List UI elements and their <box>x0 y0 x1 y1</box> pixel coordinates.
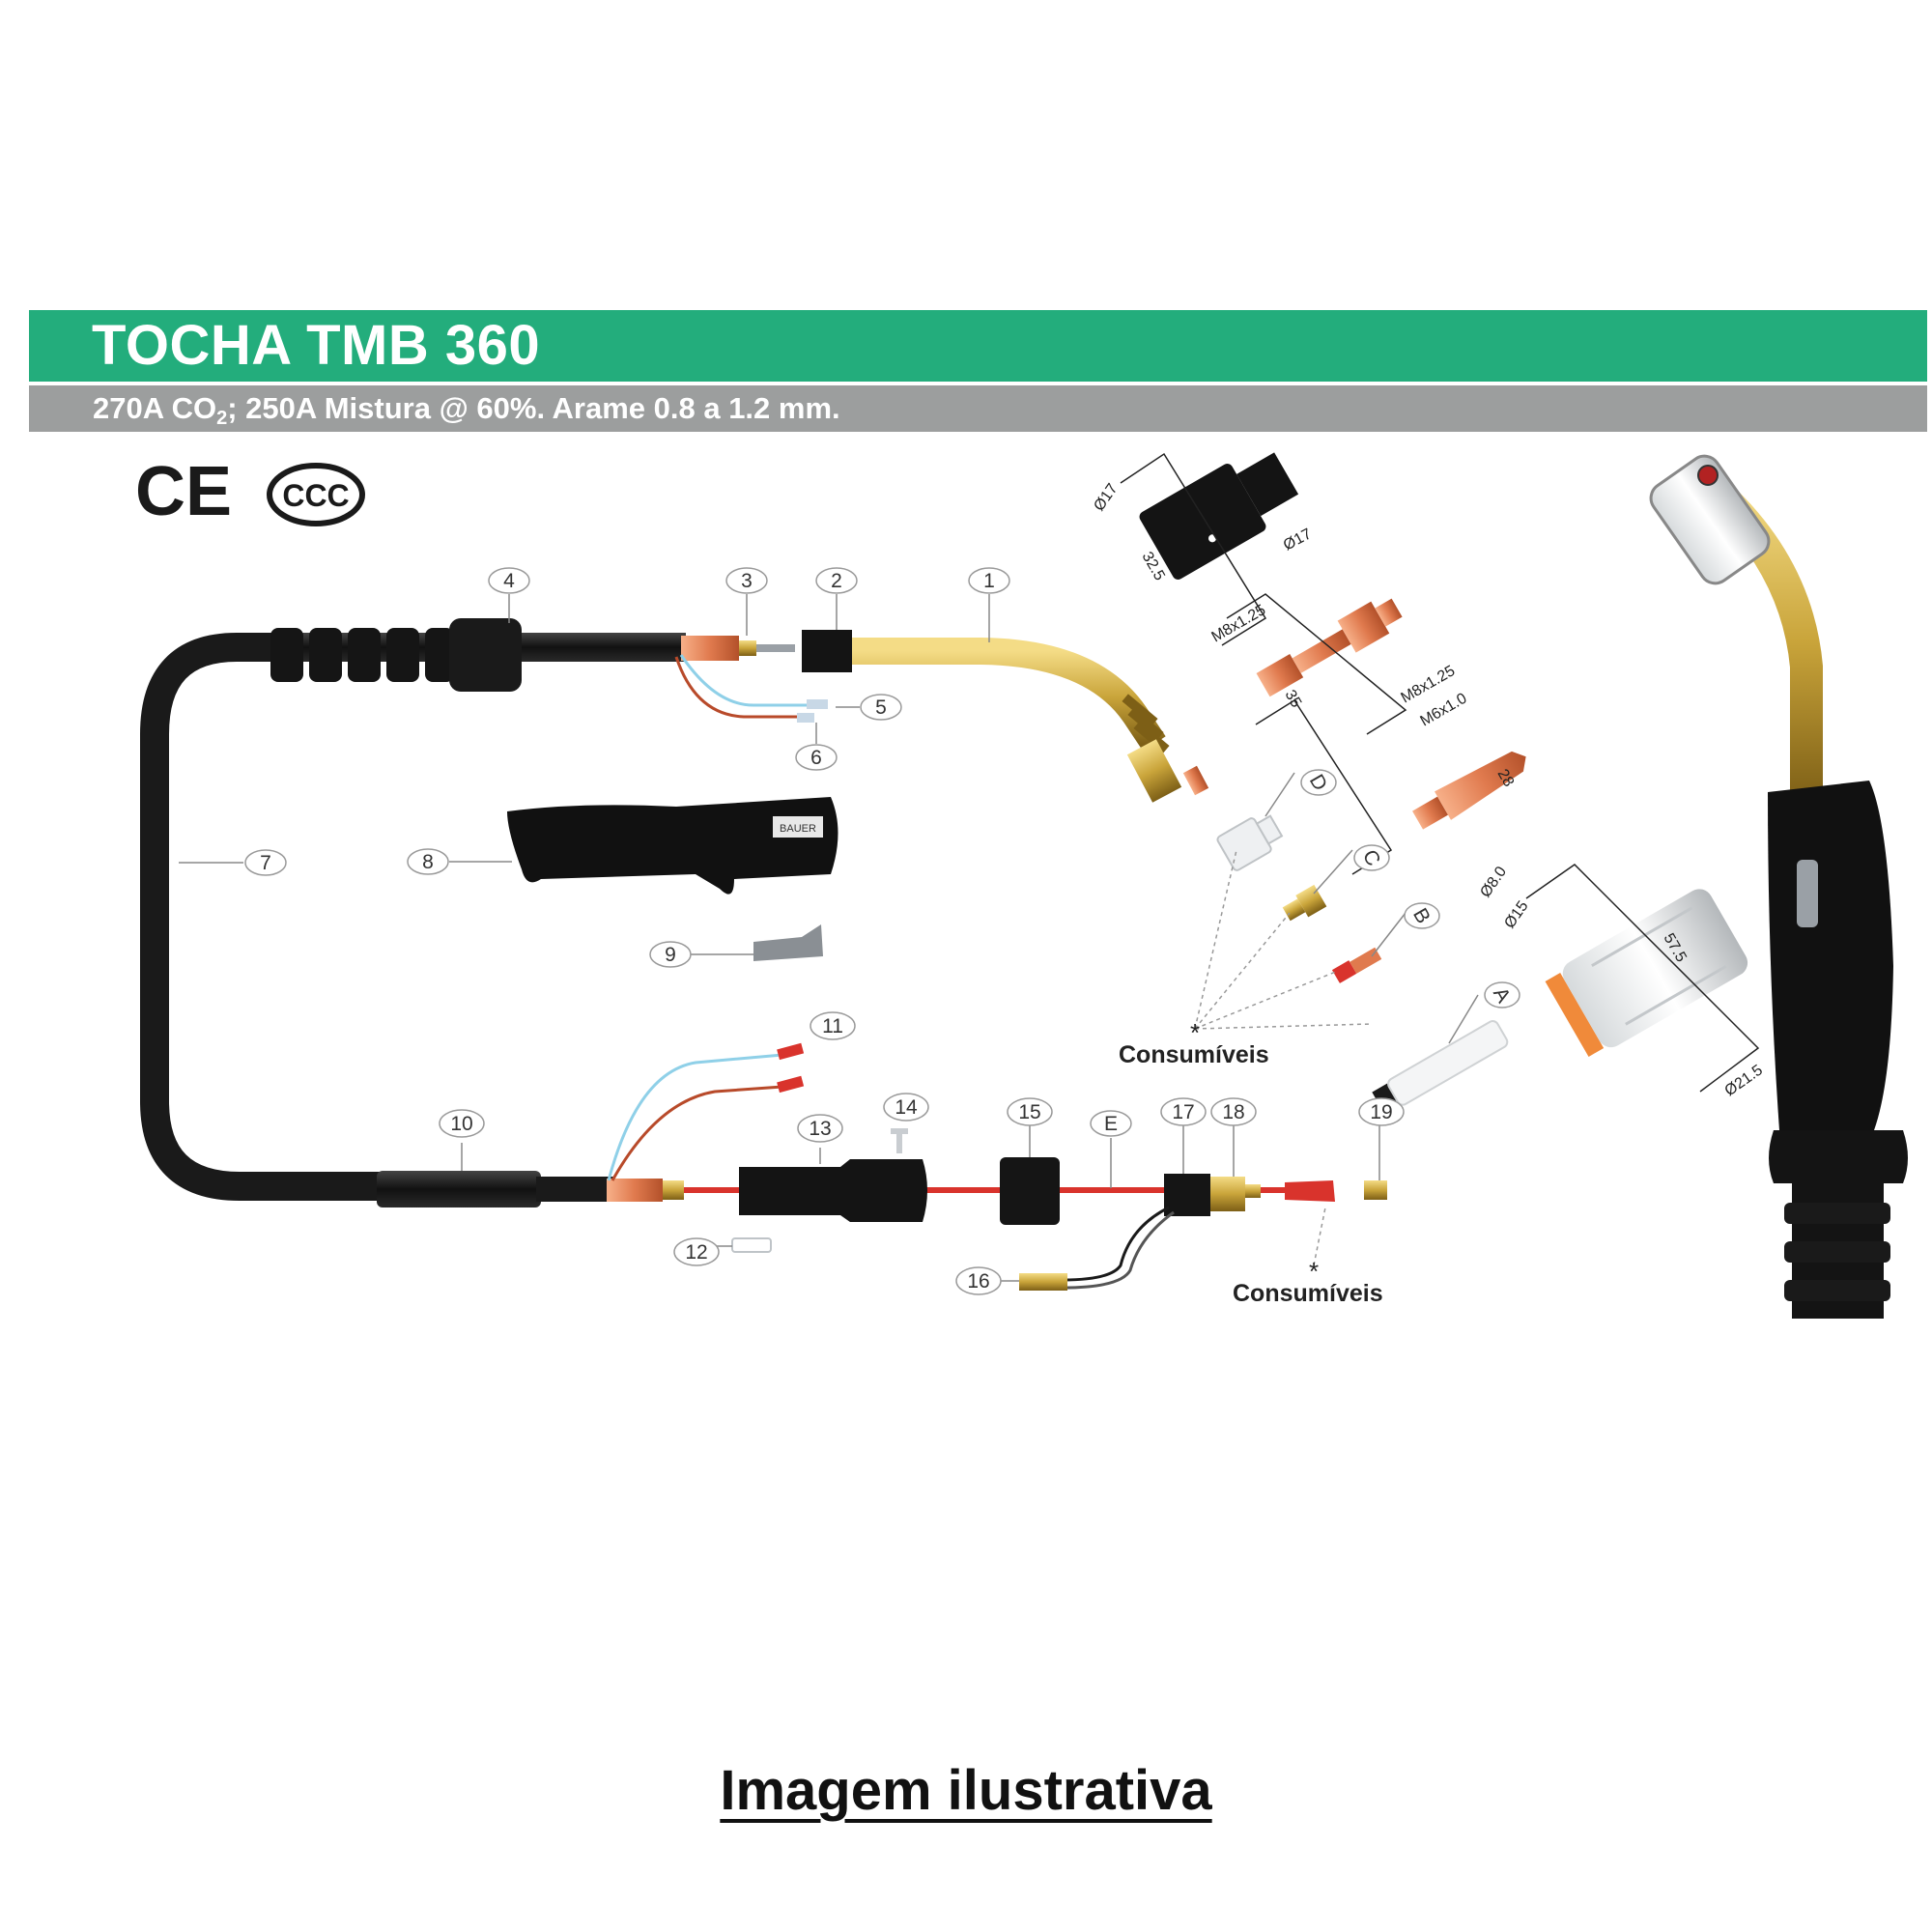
rear-nut <box>663 1180 684 1200</box>
gooseneck-copper-tip <box>1182 765 1209 796</box>
terminal-6 <box>797 713 814 723</box>
terminal-11a <box>777 1042 805 1061</box>
rear-cable <box>536 1177 613 1202</box>
dim-m8-a: M8x1.25 <box>1209 602 1269 645</box>
gooseneck-1 <box>852 638 1166 752</box>
assembled-torch <box>1649 454 1908 1319</box>
clip-12 <box>731 1237 772 1253</box>
spec-subtitle-subscript: 2 <box>216 408 228 429</box>
leader-lines <box>179 594 1479 1282</box>
callout-18: 18 <box>1222 1101 1244 1123</box>
callout-8: 8 <box>422 851 434 873</box>
wire-5 <box>679 654 811 707</box>
handle-8 <box>507 797 838 895</box>
ce-mark: CE <box>135 453 232 530</box>
adapter-17 <box>1164 1174 1210 1216</box>
terminal-5 <box>807 699 828 709</box>
dimension-lines <box>1120 452 1760 1093</box>
consumables-asterisk-1: * <box>1190 1018 1200 1047</box>
illustrative-caption: Imagem ilustrativa <box>720 1759 1212 1822</box>
dim-d8: Ø8.0 <box>1477 864 1510 900</box>
callout-16: 16 <box>967 1270 989 1293</box>
dim-d17-b: Ø17 <box>1281 526 1315 554</box>
callout-19: 19 <box>1370 1101 1392 1123</box>
callout-15: 15 <box>1018 1101 1040 1123</box>
callout-E: E <box>1104 1113 1118 1135</box>
dim-d21-5: Ø21.5 <box>1722 1062 1767 1099</box>
caption-container: Imagem ilustrativa <box>0 1758 1932 1823</box>
callout-17: 17 <box>1172 1101 1194 1123</box>
dim-d17-a: Ø17 <box>1091 481 1121 515</box>
consumables-label-1: Consumíveis <box>1119 1041 1269 1068</box>
gooseneck-rings <box>1122 694 1170 753</box>
connector-3 <box>681 636 795 661</box>
dim-m6: M6x1.0 <box>1418 690 1470 729</box>
callout-6: 6 <box>810 747 822 769</box>
consumable-B <box>1331 947 1382 983</box>
screw-14 <box>891 1128 908 1153</box>
callout-2: 2 <box>831 570 842 592</box>
connector-body-13 <box>739 1159 927 1222</box>
liner-end <box>1285 1180 1335 1202</box>
handle-label <box>773 816 823 838</box>
ccc-mark-text: CCC <box>282 478 349 513</box>
page-title: TOCHA TMB 360 <box>92 314 541 377</box>
terminal-16 <box>1019 1273 1067 1291</box>
callout-7: 7 <box>260 852 271 874</box>
dim-35: 35 <box>1282 688 1305 711</box>
wire-6 <box>674 656 802 719</box>
nozzle-holder-insulator <box>1139 452 1299 580</box>
trigger-9 <box>753 924 823 961</box>
consumable-D <box>1216 814 1284 871</box>
wire-16a <box>1062 1206 1170 1282</box>
wire-11b <box>611 1085 783 1181</box>
adapter-18-pin <box>1245 1184 1261 1198</box>
spec-subtitle: 270A CO2; 250A Mistura @ 60%. Arame 0.8 … <box>93 390 840 437</box>
dim-d15: Ø15 <box>1501 898 1531 932</box>
cable-7 <box>140 633 401 1201</box>
rear-connector <box>607 1179 663 1202</box>
callout-11: 11 <box>822 1015 843 1037</box>
consumable-C <box>1282 884 1327 922</box>
callout-3: 3 <box>741 570 753 592</box>
consumables-label-2: Consumíveis <box>1233 1280 1383 1307</box>
wire-16b <box>1062 1210 1175 1290</box>
cable-support-4 <box>270 618 522 692</box>
gas-nozzle <box>1545 889 1748 1057</box>
adapter-18 <box>1210 1177 1245 1211</box>
callout-14: 14 <box>895 1096 918 1119</box>
insulator-2 <box>802 630 852 672</box>
spec-subtitle-pre: 270A CO <box>93 391 217 425</box>
title-bar <box>29 310 1927 382</box>
callout-1: 1 <box>983 570 995 592</box>
terminal-11b <box>777 1075 805 1094</box>
wire-11a <box>607 1053 783 1181</box>
callout-9: 9 <box>665 944 676 966</box>
consumables-asterisk-2: * <box>1309 1257 1319 1286</box>
callout-5: 5 <box>875 696 887 719</box>
callout-4: 4 <box>503 570 515 592</box>
rear-sleeve-10 <box>377 1171 541 1208</box>
consumables-dotted <box>1194 849 1373 1266</box>
tip-holder <box>1256 598 1403 697</box>
guide-19 <box>1364 1180 1387 1200</box>
gooseneck-tip <box>1126 739 1182 803</box>
subtitle-bar <box>29 385 1927 432</box>
ccc-mark: CCC <box>267 463 365 526</box>
spec-subtitle-post: ; 250A Mistura @ 60%. Arame 0.8 a 1.2 mm… <box>227 391 840 425</box>
callout-13: 13 <box>809 1118 831 1140</box>
callout-12: 12 <box>685 1241 707 1264</box>
dim-28: 28 <box>1494 767 1518 790</box>
nut-15 <box>1000 1157 1060 1225</box>
contact-tip <box>1412 751 1526 830</box>
ce-mark-text: CE <box>135 453 232 530</box>
handle-brand-text: BAUER <box>780 823 816 835</box>
callouts <box>244 567 1520 1295</box>
callout-10: 10 <box>450 1113 472 1135</box>
